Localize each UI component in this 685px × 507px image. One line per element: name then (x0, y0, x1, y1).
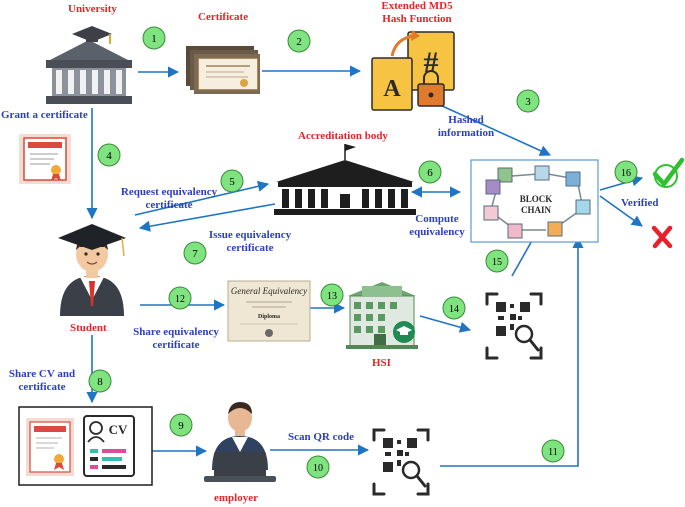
hsi-building-icon (346, 282, 418, 349)
md5-hash-icon: # A (371, 30, 455, 111)
cv-title: CV (109, 422, 128, 437)
employer-icon (204, 402, 276, 482)
share-equivalency-label: Share equivalency certificate (124, 326, 228, 352)
share-equivalency-line2: certificate (152, 339, 200, 351)
share-cv-line1: Share CV and (8, 368, 76, 380)
hashed-label-line2: information (437, 127, 495, 139)
step-10-label: 10 (313, 463, 323, 474)
step-5: 5 (220, 169, 244, 193)
accreditation-label: Accreditation body (298, 130, 388, 142)
arrow-hsi-qr (419, 315, 472, 333)
step-15-label: 15 (492, 257, 502, 268)
step-14: 14 (442, 296, 466, 320)
blockchain-line2: CHAIN (521, 205, 552, 215)
equivalency-title: General Equivalency (231, 286, 307, 296)
step-9-label: 9 (178, 420, 184, 432)
step-11-label: 11 (548, 447, 558, 458)
step-4-label: 4 (106, 150, 112, 162)
arrow-qr-blockchain-verify (440, 236, 584, 467)
step-12-label: 12 (175, 294, 185, 305)
step-13: 13 (320, 283, 344, 307)
md5-label-line1: Extended MD5 (381, 0, 453, 12)
scan-qr-label: Scan QR code (288, 431, 354, 443)
svg-text:A: A (383, 76, 401, 102)
step-1-label: 1 (151, 33, 157, 45)
cross-icon (651, 225, 673, 249)
step-7: 7 (183, 241, 207, 265)
step-7-label: 7 (192, 248, 198, 260)
issue-label: Issue equivalency certificate (198, 229, 302, 255)
step-3: 3 (516, 89, 540, 113)
university-label: University (68, 3, 117, 15)
arrows (86, 65, 644, 467)
blockchain-line1: BLOCK (520, 194, 553, 204)
step-10: 10 (306, 455, 330, 479)
step-16-label: 16 (621, 168, 631, 179)
step-15: 15 (485, 249, 509, 273)
issue-label-line2: certificate (226, 242, 274, 254)
share-cv-label: Share CV and certificate (2, 368, 82, 394)
equivalency-subtitle: Diploma (258, 314, 280, 320)
step-6: 6 (418, 160, 442, 184)
compute-label: Compute equivalency (404, 213, 470, 239)
hashed-label-line1: Hashed (448, 114, 484, 126)
compute-label-line1: Compute (415, 213, 459, 225)
md5-label-line2: Hash Function (382, 13, 452, 25)
grant-label: Grant a certificate (1, 109, 88, 121)
step-11: 11 (541, 439, 565, 463)
step-13-label: 13 (327, 291, 337, 302)
step-8: 8 (88, 369, 112, 393)
qr-scan-icon (372, 428, 430, 496)
step-6-label: 6 (427, 167, 433, 179)
step-14-label: 14 (449, 304, 459, 315)
hsi-label: HSI (372, 357, 391, 369)
md5-label: Extended MD5 Hash Function (372, 0, 462, 26)
certificate-icon (19, 134, 71, 184)
request-label: Request equivalency certificate (115, 186, 223, 212)
qr-scan-icon (485, 292, 543, 360)
svg-text:#: # (424, 46, 439, 79)
arrow-hash-blockchain (439, 104, 552, 156)
student-icon (58, 224, 126, 316)
blockchain-icon: BLOCK CHAIN (470, 159, 599, 243)
student-label: Student (70, 322, 107, 334)
equivalency-certificate-icon: General Equivalency Diploma (227, 280, 311, 342)
checkmark-icon (652, 157, 685, 188)
cv-certificate-icon: CV (18, 406, 153, 486)
step-9: 9 (169, 413, 193, 437)
request-label-line1: Request equivalency (120, 186, 218, 198)
step-2-label: 2 (296, 36, 302, 48)
step-3-label: 3 (525, 96, 531, 108)
step-markers: 1 2 3 4 5 6 7 8 9 10 11 12 13 14 15 16 (88, 26, 638, 479)
step-4: 4 (97, 143, 121, 167)
certificate-label: Certificate (198, 11, 249, 23)
step-16: 16 (614, 160, 638, 184)
step-1: 1 (142, 26, 166, 50)
request-label-line2: certificate (145, 199, 193, 211)
verified-label: Verified (621, 197, 659, 209)
certificate-stack-icon (186, 46, 260, 94)
arrow-blockchain-rejected (599, 195, 643, 227)
step-12: 12 (168, 286, 192, 310)
accreditation-building-icon (274, 144, 416, 215)
hashed-label: Hashed information (436, 114, 496, 140)
share-equivalency-line1: Share equivalency (133, 326, 219, 338)
share-cv-line2: certificate (18, 381, 66, 393)
compute-label-line2: equivalency (409, 226, 465, 238)
step-2: 2 (287, 29, 311, 53)
arrow-issue-equivalency (138, 203, 276, 232)
arrow-blockchain-verified (599, 175, 644, 191)
step-8-label: 8 (97, 376, 103, 388)
university-icon (46, 26, 132, 104)
issue-label-line1: Issue equivalency (208, 229, 292, 241)
arrow-request-equivalency (134, 180, 270, 216)
employer-label: employer (214, 492, 258, 504)
step-5-label: 5 (229, 176, 235, 188)
